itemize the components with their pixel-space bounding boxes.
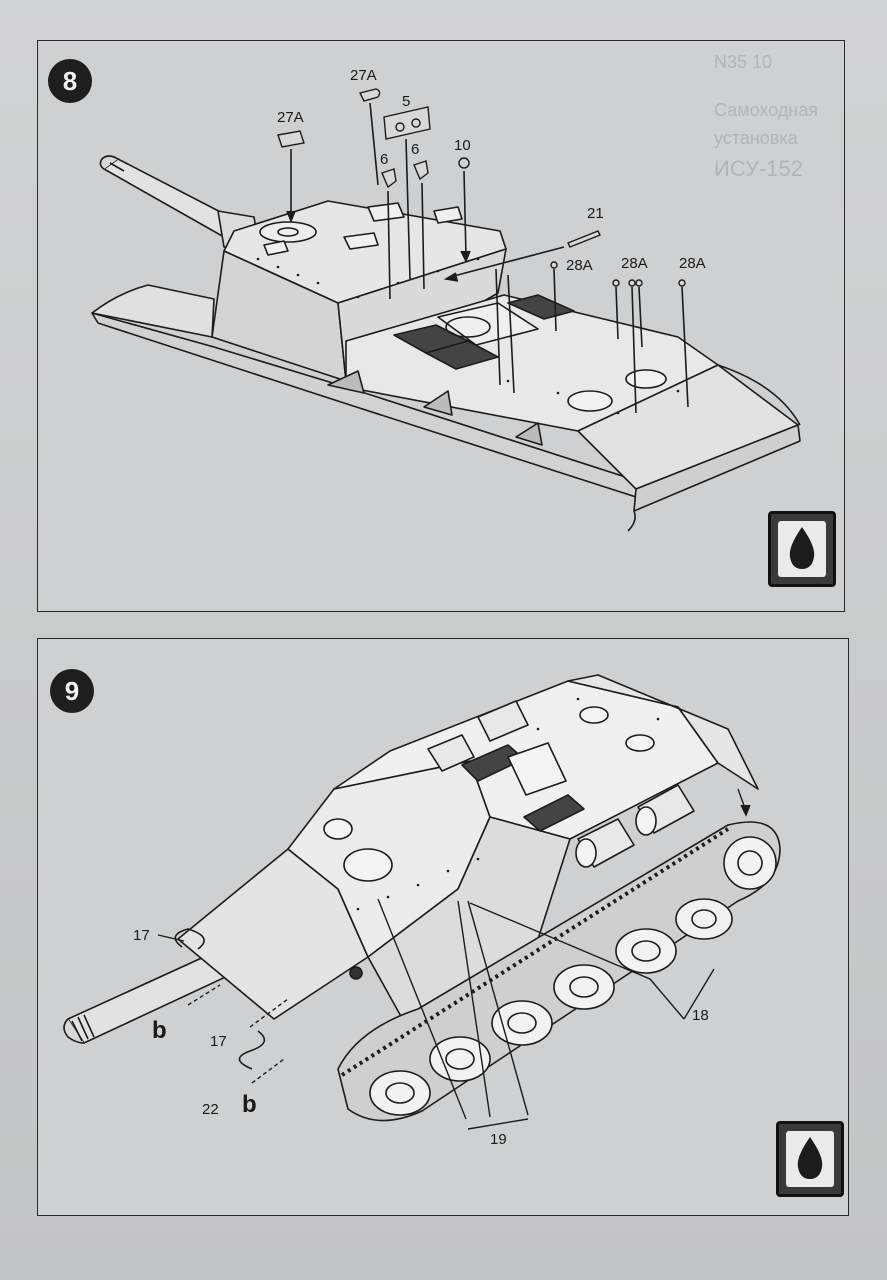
part-label-22: 22 [202, 1101, 219, 1118]
part-label-17: 17 [210, 1033, 227, 1050]
tank-assembly-drawing [63, 674, 781, 1130]
step-8-panel: 8 N35 10 Самоходная установка ИСУ-152 [37, 40, 845, 612]
step-number-badge: 8 [48, 59, 92, 103]
step-number-badge: 9 [50, 669, 94, 713]
detail-label-b: b [152, 1017, 167, 1044]
part-label-27a: 27A [350, 67, 377, 84]
part-label-6: 6 [411, 141, 420, 158]
ghost-text: ИСУ-152 [714, 156, 803, 181]
part-label-18: 18 [692, 1007, 709, 1024]
detail-label-b: b [242, 1091, 257, 1118]
part-label-5: 5 [402, 93, 411, 110]
part-label-28a: 28A [679, 255, 706, 272]
glue-drop-icon [789, 527, 815, 569]
glue-icon [768, 511, 836, 587]
part-label-28a: 28A [621, 255, 648, 272]
part-label-10: 10 [454, 137, 471, 154]
ghost-text: установка [714, 128, 798, 148]
tank-hull-drawing [91, 88, 801, 532]
part-label-6: 6 [380, 151, 389, 168]
ghost-text: Самоходная [714, 100, 819, 120]
part-label-17: 17 [133, 927, 150, 944]
ghost-text: N35 10 [714, 52, 773, 72]
glue-icon [776, 1121, 844, 1197]
glue-drop-icon [797, 1137, 823, 1179]
part-label-28a: 28A [566, 257, 593, 274]
part-label-27a: 27A [277, 109, 304, 126]
step-9-panel: 9 [37, 638, 849, 1216]
part-label-21: 21 [587, 205, 604, 222]
part-label-19: 19 [490, 1131, 507, 1148]
